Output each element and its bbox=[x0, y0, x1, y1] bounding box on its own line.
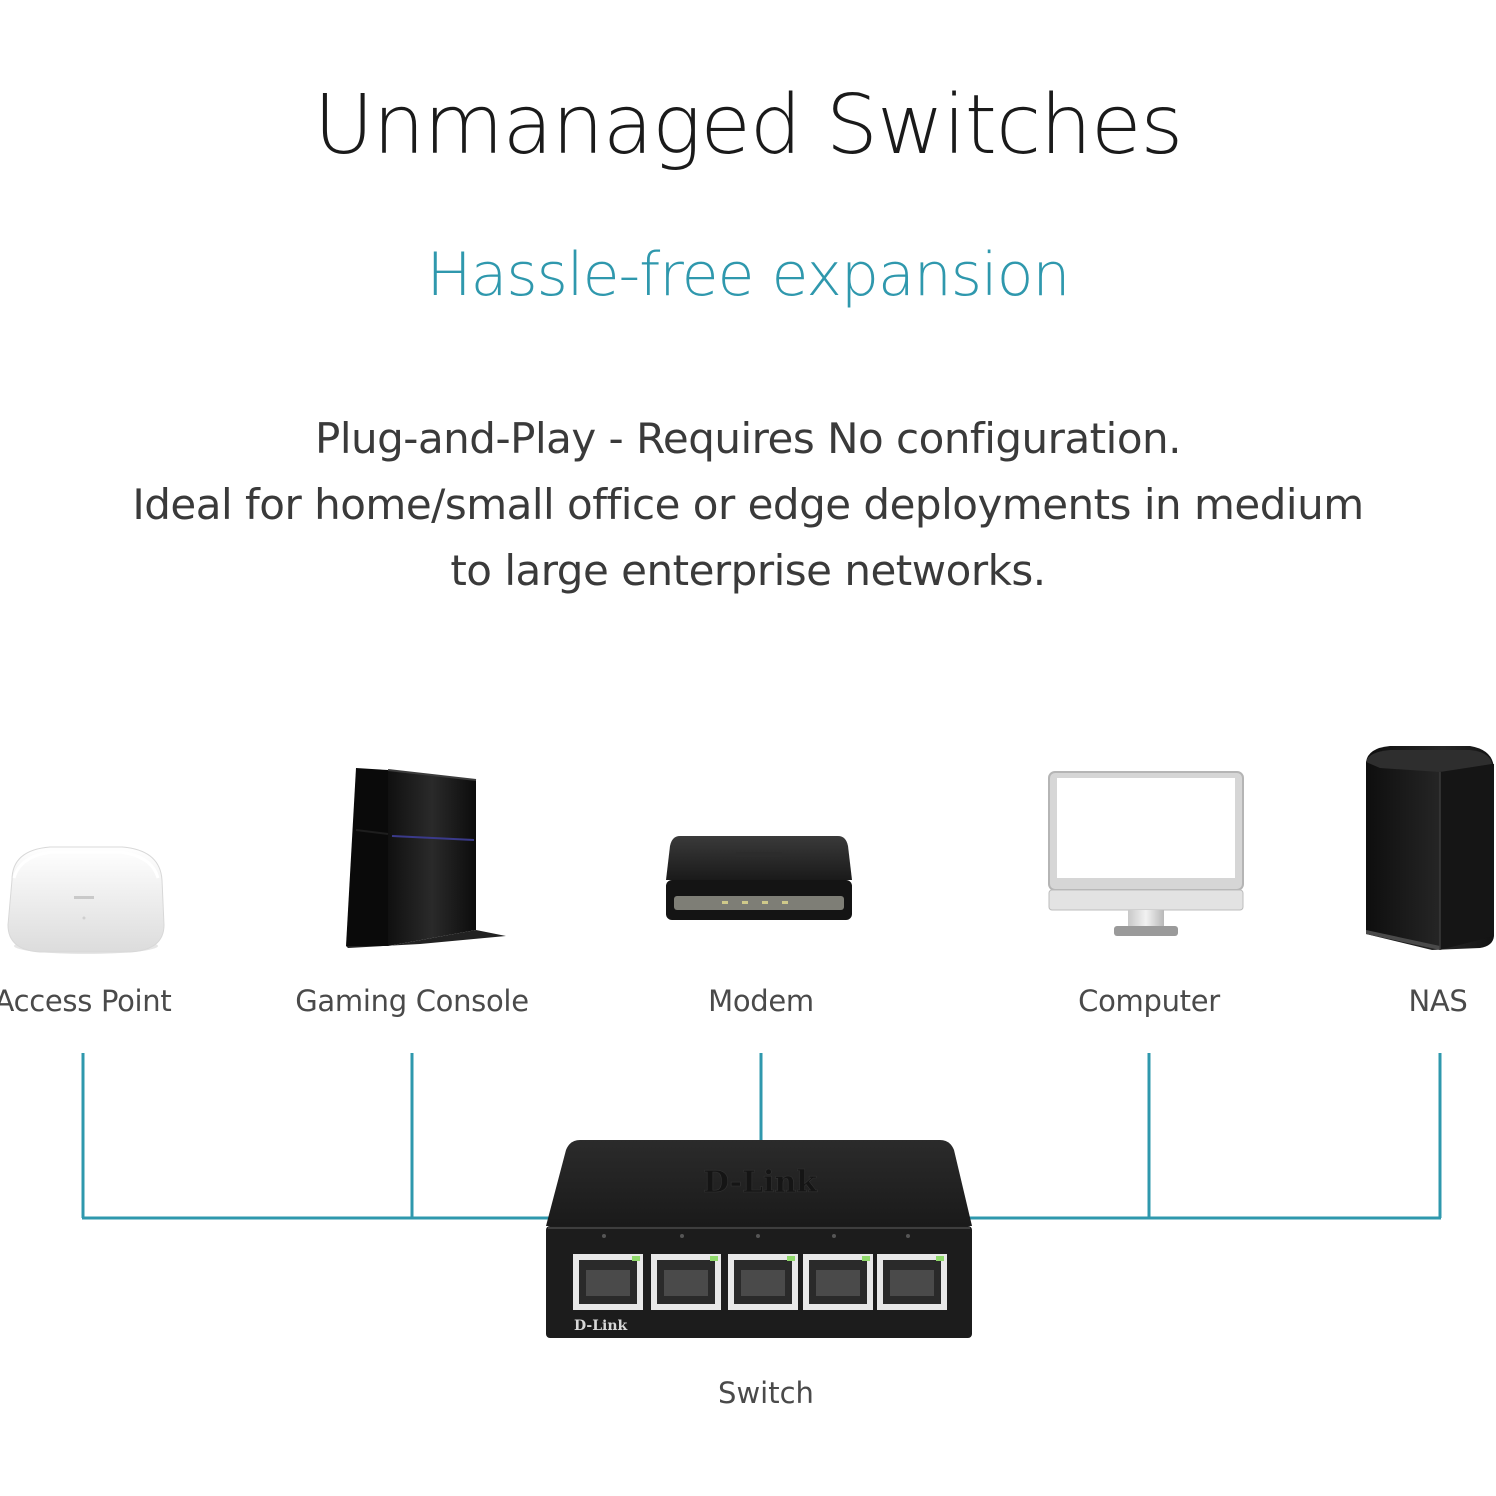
switch-brand-front: D-Link bbox=[574, 1318, 628, 1334]
gaming-console-icon bbox=[346, 768, 506, 948]
connection-lines bbox=[81, 1053, 1442, 1220]
switch-label: Switch bbox=[718, 1376, 814, 1410]
modem-icon bbox=[666, 836, 852, 920]
nas-icon bbox=[1366, 746, 1494, 950]
access-point-icon bbox=[7, 846, 165, 954]
computer-icon bbox=[1048, 771, 1244, 936]
description: Plug-and-Play - Requires No configuratio… bbox=[0, 406, 1496, 604]
switch-ports bbox=[573, 1254, 947, 1310]
device-label-gaming-console: Gaming Console bbox=[295, 984, 529, 1018]
device-label-access-point: Access Point bbox=[0, 984, 172, 1018]
description-line-1: Plug-and-Play - Requires No configuratio… bbox=[315, 414, 1181, 463]
switch-brand-top: D-Link bbox=[703, 1165, 818, 1200]
device-label-modem: Modem bbox=[708, 984, 814, 1018]
description-line-2: Ideal for home/small office or edge depl… bbox=[132, 480, 1364, 529]
page-title: Unmanaged Switches bbox=[313, 78, 1183, 173]
device-label-nas: NAS bbox=[1408, 984, 1468, 1018]
device-label-computer: Computer bbox=[1078, 984, 1220, 1018]
switch-icon: D-Link D-Link bbox=[546, 1140, 972, 1338]
description-line-3: to large enterprise networks. bbox=[450, 546, 1046, 595]
page-subtitle: Hassle-free expansion bbox=[426, 240, 1071, 310]
